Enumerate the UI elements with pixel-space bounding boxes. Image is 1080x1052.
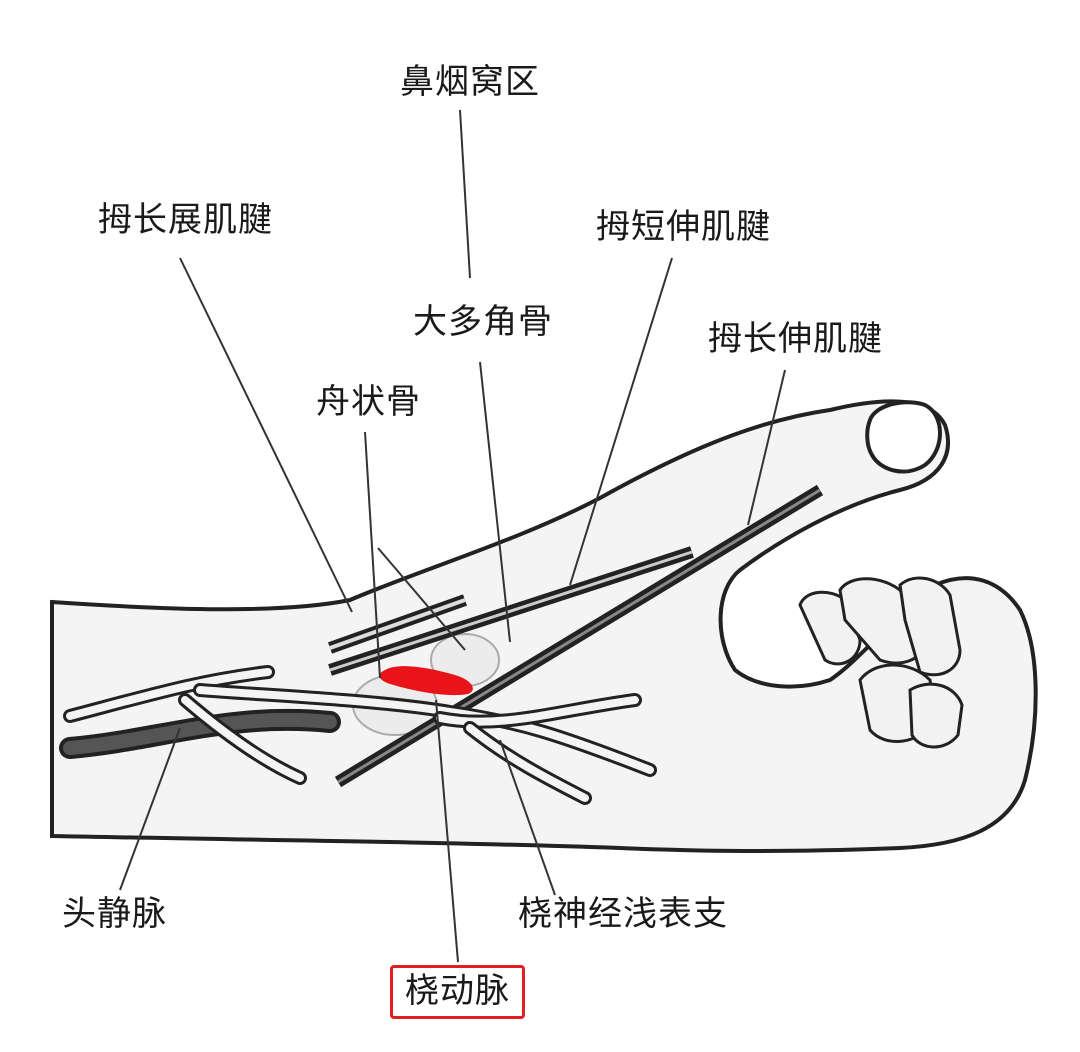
thumbnail (865, 400, 942, 474)
leader-epl (747, 369, 786, 526)
leader-trapezium (479, 361, 511, 643)
label-epl-tendon: 拇长伸肌腱 (708, 319, 883, 359)
leader-scaphoid (364, 431, 381, 679)
label-epb-tendon: 拇短伸肌腱 (596, 207, 771, 247)
label-superficial-radial-nerve: 桡神经浅表支 (518, 894, 728, 934)
radial-artery-highlight (379, 666, 473, 696)
leader-apl (179, 257, 353, 613)
label-snuffbox: 鼻烟窝区 (400, 62, 540, 102)
label-radial-artery: 桡动脉 (390, 965, 525, 1019)
folded-fingers (798, 576, 964, 749)
label-apl-tendon: 拇长展肌腱 (98, 200, 273, 240)
leader-snuffbox (459, 109, 471, 279)
superficial-radial-nerve-branches (63, 665, 657, 805)
leader-epb (569, 257, 673, 586)
leader-artery (435, 699, 459, 963)
label-scaphoid: 舟状骨 (316, 382, 421, 422)
leader-cephalic (119, 727, 181, 891)
label-cephalic-vein: 头静脉 (62, 894, 167, 934)
leader-lines (119, 109, 786, 963)
tendons (327, 484, 824, 788)
cephalic-vein (59, 708, 341, 759)
label-trapezium: 大多角骨 (413, 302, 553, 342)
leader-scaphoid-2 (377, 547, 466, 651)
leader-nerve (499, 739, 556, 896)
